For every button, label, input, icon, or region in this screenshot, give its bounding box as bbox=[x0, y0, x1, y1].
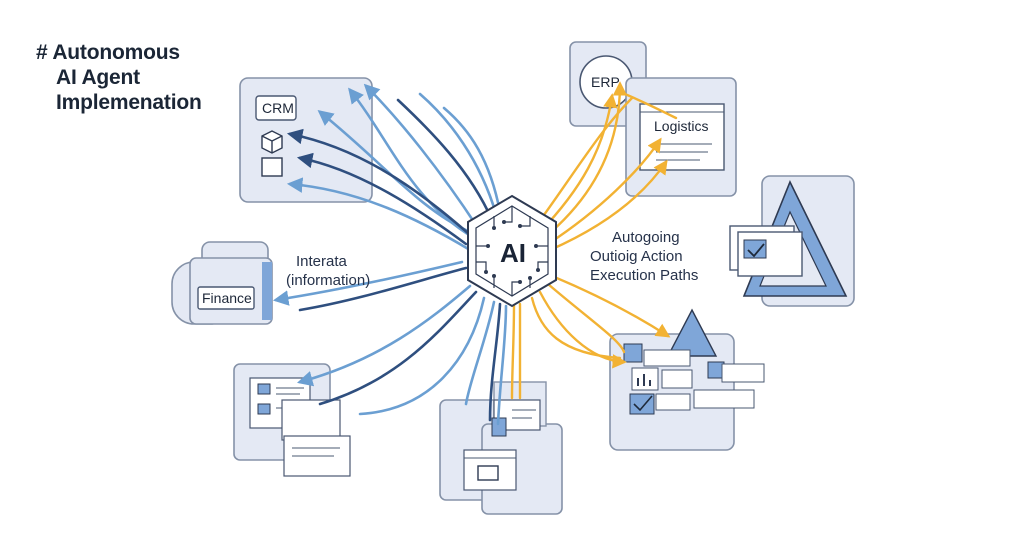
ai-hub-label: AI bbox=[500, 238, 526, 268]
ai-hub bbox=[467, 194, 557, 308]
outbound-label-line-3: Execution Paths bbox=[590, 267, 699, 284]
logistics-label: Logistics bbox=[654, 118, 709, 134]
circuit-icon bbox=[476, 206, 548, 296]
crm-label: CRM bbox=[262, 100, 294, 116]
inbound-label-line-2: (information) bbox=[286, 272, 371, 289]
crm-node bbox=[239, 77, 373, 203]
outbound-flows bbox=[510, 81, 678, 400]
title-line-2: AI Agent bbox=[56, 66, 140, 89]
logistics-node bbox=[625, 77, 737, 197]
inbound-flows bbox=[272, 83, 508, 426]
triangle-node bbox=[729, 175, 855, 307]
finance-node bbox=[171, 241, 273, 325]
bar-chart-icon bbox=[637, 374, 651, 386]
document-node-left bbox=[233, 363, 351, 477]
outbound-label-line-1: Autogoing bbox=[612, 229, 680, 246]
outbound-label: Autogoing Outioig Action Execution Paths bbox=[590, 228, 699, 285]
inbound-label: Interata (information) bbox=[286, 252, 370, 290]
dashboard-node bbox=[609, 308, 765, 451]
title-line-3: Implemenation bbox=[56, 91, 202, 114]
inbound-label-line-1: Interata bbox=[296, 253, 347, 270]
erp-label: ERP bbox=[591, 74, 620, 90]
window-node-bottom bbox=[439, 381, 563, 515]
cube-icon bbox=[261, 130, 283, 154]
page-title: # Autonomous AI Agent Implemenation bbox=[36, 40, 202, 115]
check-icon bbox=[747, 243, 765, 258]
title-line-1: # Autonomous bbox=[36, 41, 180, 64]
finance-label: Finance bbox=[202, 290, 252, 306]
crm-square-icon bbox=[261, 157, 283, 177]
outbound-label-line-2: Outioig Action bbox=[590, 248, 683, 265]
